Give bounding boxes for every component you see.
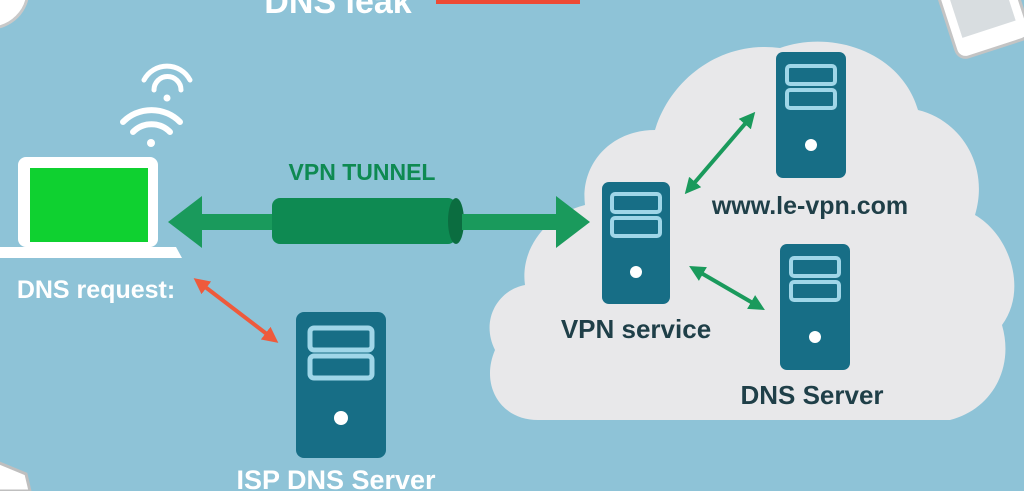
vpn-tunnel-label: VPN TUNNEL [289,159,436,185]
arrow-isp-dns [193,278,279,343]
header-title: DNS leak [264,0,411,21]
smartphone-icon [936,0,1024,59]
cloud-shape [489,41,1015,420]
decorative-circle [0,0,29,29]
isp-dns-server-label: ISP DNS Server [236,465,436,491]
server-icon-isp [296,312,386,458]
server-icon-dns [780,244,850,370]
dns-request-label: DNS request: [17,276,175,304]
wifi-icon [120,63,193,147]
website-label: www.le-vpn.com [711,192,908,220]
laptop-icon [0,157,182,258]
vpn-service-label: VPN service [561,314,711,344]
decorative-device [0,461,32,491]
arrow-vpn-website [684,111,756,195]
header-badge [436,0,580,4]
vpn-tunnel [168,196,590,248]
server-icon-vpn-service [602,182,670,304]
dns-server-label: DNS Server [740,380,883,410]
server-icon-website [776,52,846,178]
arrow-vpn-dns [689,265,765,311]
